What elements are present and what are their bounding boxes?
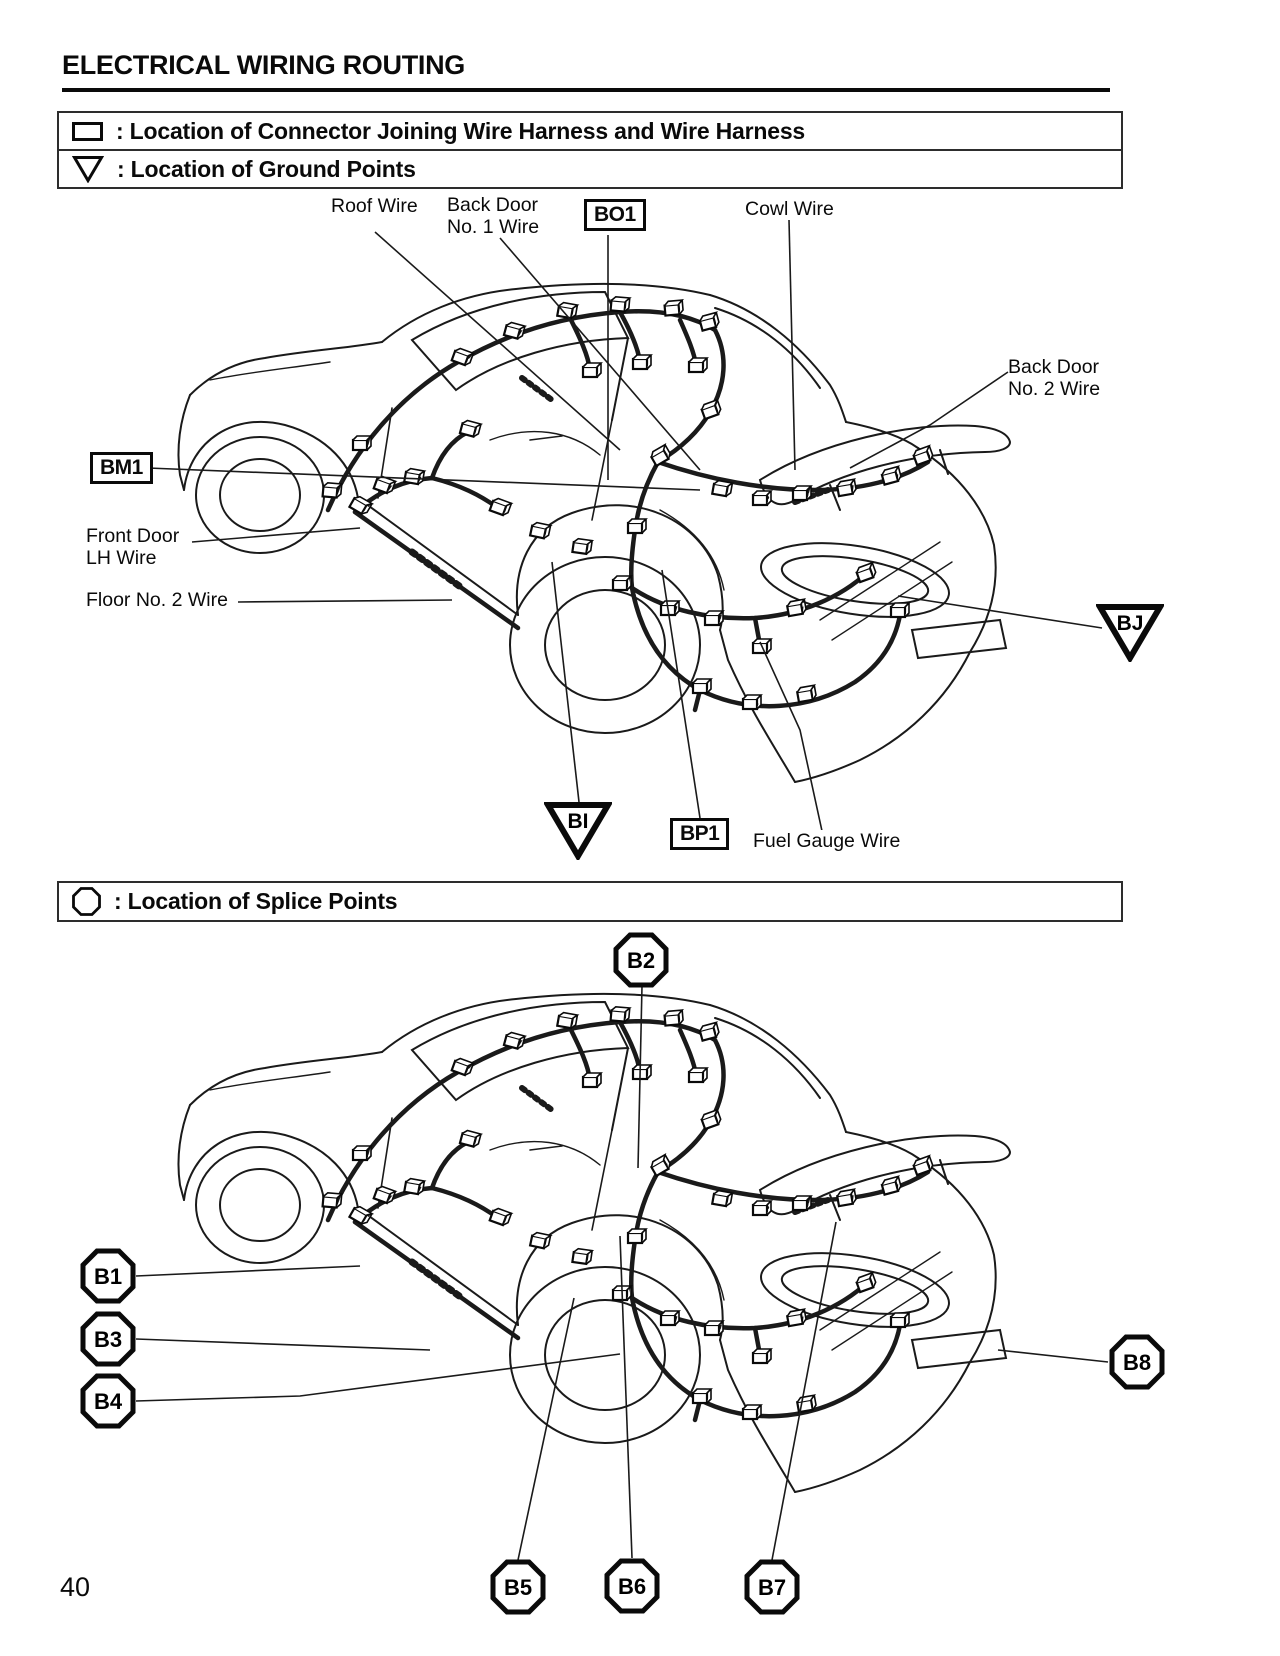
octagon-icon (72, 887, 101, 916)
splice-marker-b3: B3 (80, 1311, 136, 1367)
wire-label-fuel-gauge: Fuel Gauge Wire (753, 830, 901, 852)
svg-text:B4: B4 (94, 1389, 123, 1414)
ground-marker-bj: BJ (1096, 602, 1164, 662)
ground-marker-bi: BI (544, 800, 612, 860)
splice-marker-b1: B1 (80, 1248, 136, 1304)
legend-splice: : Location of Splice Points (57, 881, 1123, 922)
legend-connector-label: : Location of Connector Joining Wire Har… (116, 117, 805, 144)
svg-text:BI: BI (568, 810, 589, 833)
connector-marker-bm1: BM1 (90, 452, 153, 484)
car-diagram-splices (135, 985, 1109, 1561)
page-number: 40 (60, 1572, 91, 1602)
connector-marker-bo1: BO1 (584, 199, 646, 231)
wire-label-floor-2: Floor No. 2 Wire (86, 589, 228, 611)
car-diagram-connectors (147, 219, 1103, 830)
wire-label-back-door-2: Back Door No. 2 Wire (1008, 356, 1101, 401)
leader-lines (135, 985, 1109, 1561)
wire-label-cowl: Cowl Wire (745, 198, 834, 220)
svg-text:BJ: BJ (1117, 612, 1144, 635)
splice-marker-b2: B2 (613, 932, 669, 988)
svg-text:B1: B1 (94, 1264, 122, 1289)
legend-row-ground: : Location of Ground Points (59, 149, 1121, 187)
page-title: ELECTRICAL WIRING ROUTING (62, 50, 465, 80)
splice-marker-b8: B8 (1109, 1334, 1165, 1390)
svg-text:B2: B2 (627, 948, 655, 973)
splice-marker-b5: B5 (490, 1559, 546, 1615)
title-rule (62, 88, 1110, 92)
svg-text:B6: B6 (618, 1574, 646, 1599)
legend-ground-label: : Location of Ground Points (117, 155, 416, 182)
wire-label-back-door-1: Back Door No. 1 Wire (447, 194, 540, 239)
wire-label-front-door-lh: Front Door LH Wire (86, 525, 180, 570)
splice-marker-b7: B7 (744, 1559, 800, 1615)
leader-lines (147, 219, 1103, 830)
triangle-icon (72, 155, 104, 183)
legend-row-splice: : Location of Splice Points (59, 883, 1121, 920)
legend-splice-label: : Location of Splice Points (114, 888, 398, 914)
connector-marker-bp1: BP1 (670, 818, 730, 850)
splice-marker-b4: B4 (80, 1373, 136, 1429)
legend-row-connector: : Location of Connector Joining Wire Har… (59, 113, 1121, 149)
legend-connector-ground: : Location of Connector Joining Wire Har… (57, 111, 1123, 189)
wire-label-roof: Roof Wire (331, 195, 418, 217)
splice-marker-b6: B6 (604, 1558, 660, 1614)
svg-text:B7: B7 (758, 1575, 786, 1600)
svg-text:B3: B3 (94, 1327, 122, 1352)
svg-text:B5: B5 (504, 1575, 532, 1600)
svg-text:B8: B8 (1123, 1350, 1151, 1375)
rectangle-icon (72, 121, 103, 141)
